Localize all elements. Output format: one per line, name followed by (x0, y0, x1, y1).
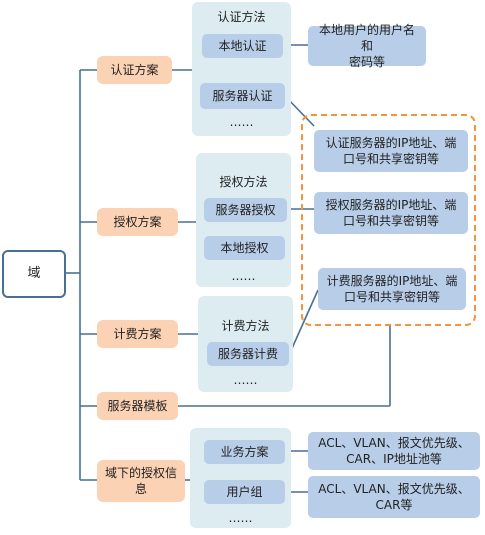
domain-authz-info: 域下的授权信 息 (97, 460, 185, 502)
auth-methods-panel (192, 2, 291, 136)
business-scheme-label: 业务方案 (220, 445, 269, 459)
authz-more-text: …… (231, 269, 256, 283)
acct-methods-title-text: 计费方法 (221, 319, 270, 333)
business-scheme-note: ACL、VLAN、报文优先级、 CAR、IP地址池等 (308, 432, 480, 470)
user-group-label: 用户组 (226, 485, 263, 499)
server-info-group (301, 114, 476, 326)
acct-more-text: …… (233, 373, 258, 387)
auth-server-note-text: 认证服务器的IP地址、端 口号和共享密钥等 (325, 136, 457, 166)
auth-scheme-label: 认证方案 (110, 63, 159, 77)
auth-scheme: 认证方案 (97, 56, 172, 84)
domain-authz-info-label: 域下的授权信 息 (104, 466, 177, 496)
server-acct-item: 服务器计费 (207, 342, 289, 366)
server-auth-label: 服务器认证 (212, 89, 273, 103)
acct-server-note: 计费服务器的IP地址、端 口号和共享密钥等 (318, 268, 466, 310)
auth-methods-title: 认证方法 (192, 8, 291, 26)
acct-methods-title: 计费方法 (198, 317, 293, 335)
local-authz-label: 本地授权 (220, 241, 269, 255)
authz-methods-title: 授权方法 (196, 173, 291, 191)
user-group-note: ACL、VLAN、报文优先级、 CAR等 (308, 476, 480, 518)
domain-root-label: 域 (27, 266, 41, 281)
auth-more: …… (192, 114, 291, 130)
authz-scheme: 授权方案 (97, 208, 178, 236)
user-group-note-text: ACL、VLAN、报文优先级、 CAR等 (318, 482, 470, 512)
auth-methods-title-text: 认证方法 (217, 10, 266, 24)
domain-authz-more: …… (190, 510, 291, 526)
server-template-label: 服务器模板 (107, 399, 168, 413)
server-auth-item: 服务器认证 (200, 83, 285, 109)
auth-more-text: …… (229, 115, 254, 129)
acct-scheme: 计费方案 (97, 320, 178, 348)
acct-server-note-text: 计费服务器的IP地址、端 口号和共享密钥等 (326, 274, 458, 304)
local-user-note: 本地用户的用户名和 密码等 (308, 23, 426, 69)
authz-more: …… (196, 268, 291, 284)
auth-server-note: 认证服务器的IP地址、端 口号和共享密钥等 (314, 130, 468, 172)
server-authz-label: 服务器授权 (215, 203, 276, 217)
authz-server-note: 授权服务器的IP地址、端 口号和共享密钥等 (314, 192, 468, 234)
authz-methods-title-text: 授权方法 (219, 175, 268, 189)
local-authz-item: 本地授权 (204, 236, 285, 260)
server-authz-item: 服务器授权 (204, 198, 287, 222)
business-scheme-note-text: ACL、VLAN、报文优先级、 CAR、IP地址池等 (318, 436, 470, 466)
local-user-note-text: 本地用户的用户名和 密码等 (318, 23, 415, 69)
authz-server-note-text: 授权服务器的IP地址、端 口号和共享密钥等 (325, 198, 457, 228)
acct-more: …… (198, 372, 293, 388)
local-auth-label: 本地认证 (218, 39, 267, 53)
domain-root: 域 (2, 250, 66, 298)
local-auth-item: 本地认证 (202, 34, 283, 58)
authz-scheme-label: 授权方案 (113, 215, 162, 229)
user-group-item: 用户组 (204, 480, 285, 504)
business-scheme-item: 业务方案 (204, 440, 285, 464)
server-template: 服务器模板 (97, 392, 178, 420)
server-acct-label: 服务器计费 (217, 347, 278, 361)
domain-authz-more-text: …… (228, 511, 253, 525)
acct-scheme-label: 计费方案 (113, 327, 162, 341)
